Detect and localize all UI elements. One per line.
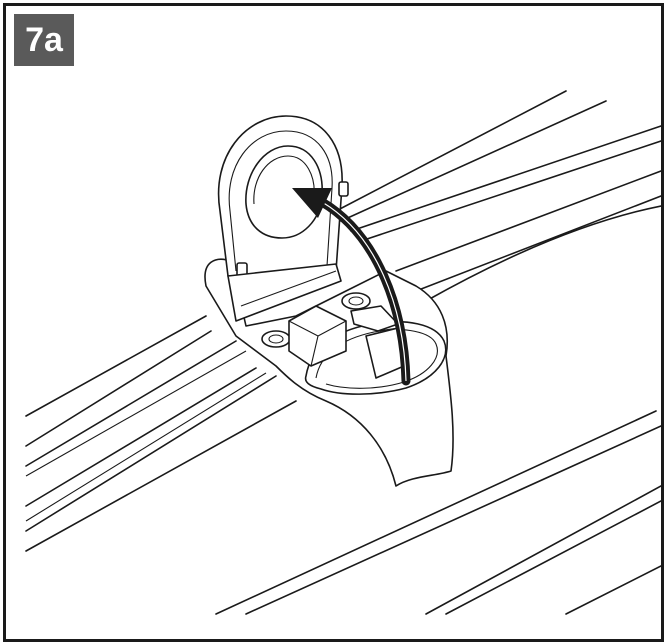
lower-rails	[215, 410, 661, 615]
left-rails	[25, 315, 297, 552]
upper-rails	[335, 90, 661, 302]
step-label-badge: 7a	[14, 14, 74, 66]
rotation-arrow-icon	[292, 188, 411, 386]
end-cap-housing	[204, 258, 454, 487]
hinged-lid	[217, 115, 349, 322]
line-illustration	[25, 90, 661, 615]
figure-frame: 7a	[3, 3, 664, 642]
